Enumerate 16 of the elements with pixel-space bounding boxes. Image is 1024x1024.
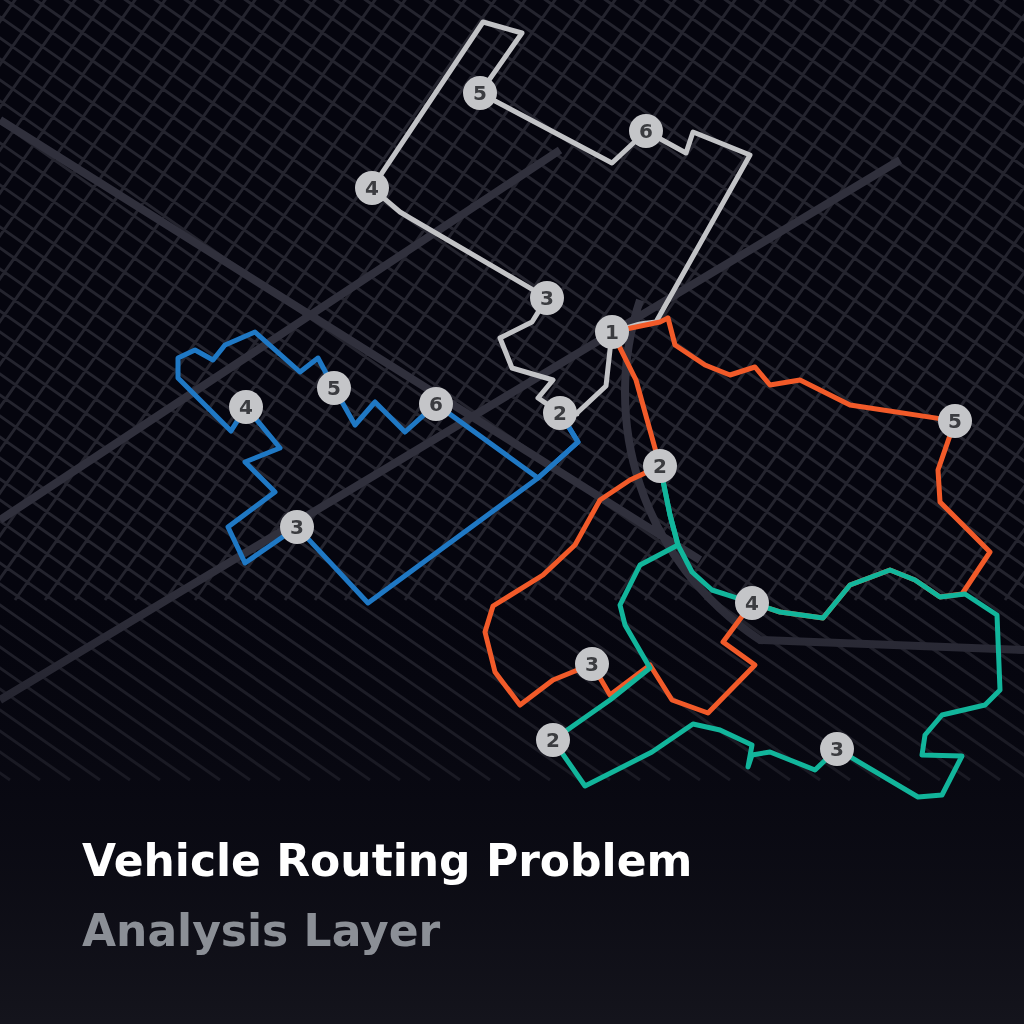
route-line <box>482 470 648 708</box>
subtitle: Analysis Layer <box>82 905 441 956</box>
route-line <box>175 329 329 434</box>
route-line <box>564 480 681 733</box>
route-line <box>492 98 637 166</box>
route-line <box>617 344 658 453</box>
route-line <box>765 567 1003 800</box>
route-line <box>560 721 828 789</box>
route-line <box>378 19 525 177</box>
route-line <box>225 417 286 566</box>
route-line <box>339 399 426 435</box>
route-line <box>306 424 581 606</box>
route-line <box>497 309 556 406</box>
route-line <box>598 614 758 716</box>
route-line <box>382 196 535 292</box>
title: Vehicle Routing Problem <box>82 835 693 886</box>
